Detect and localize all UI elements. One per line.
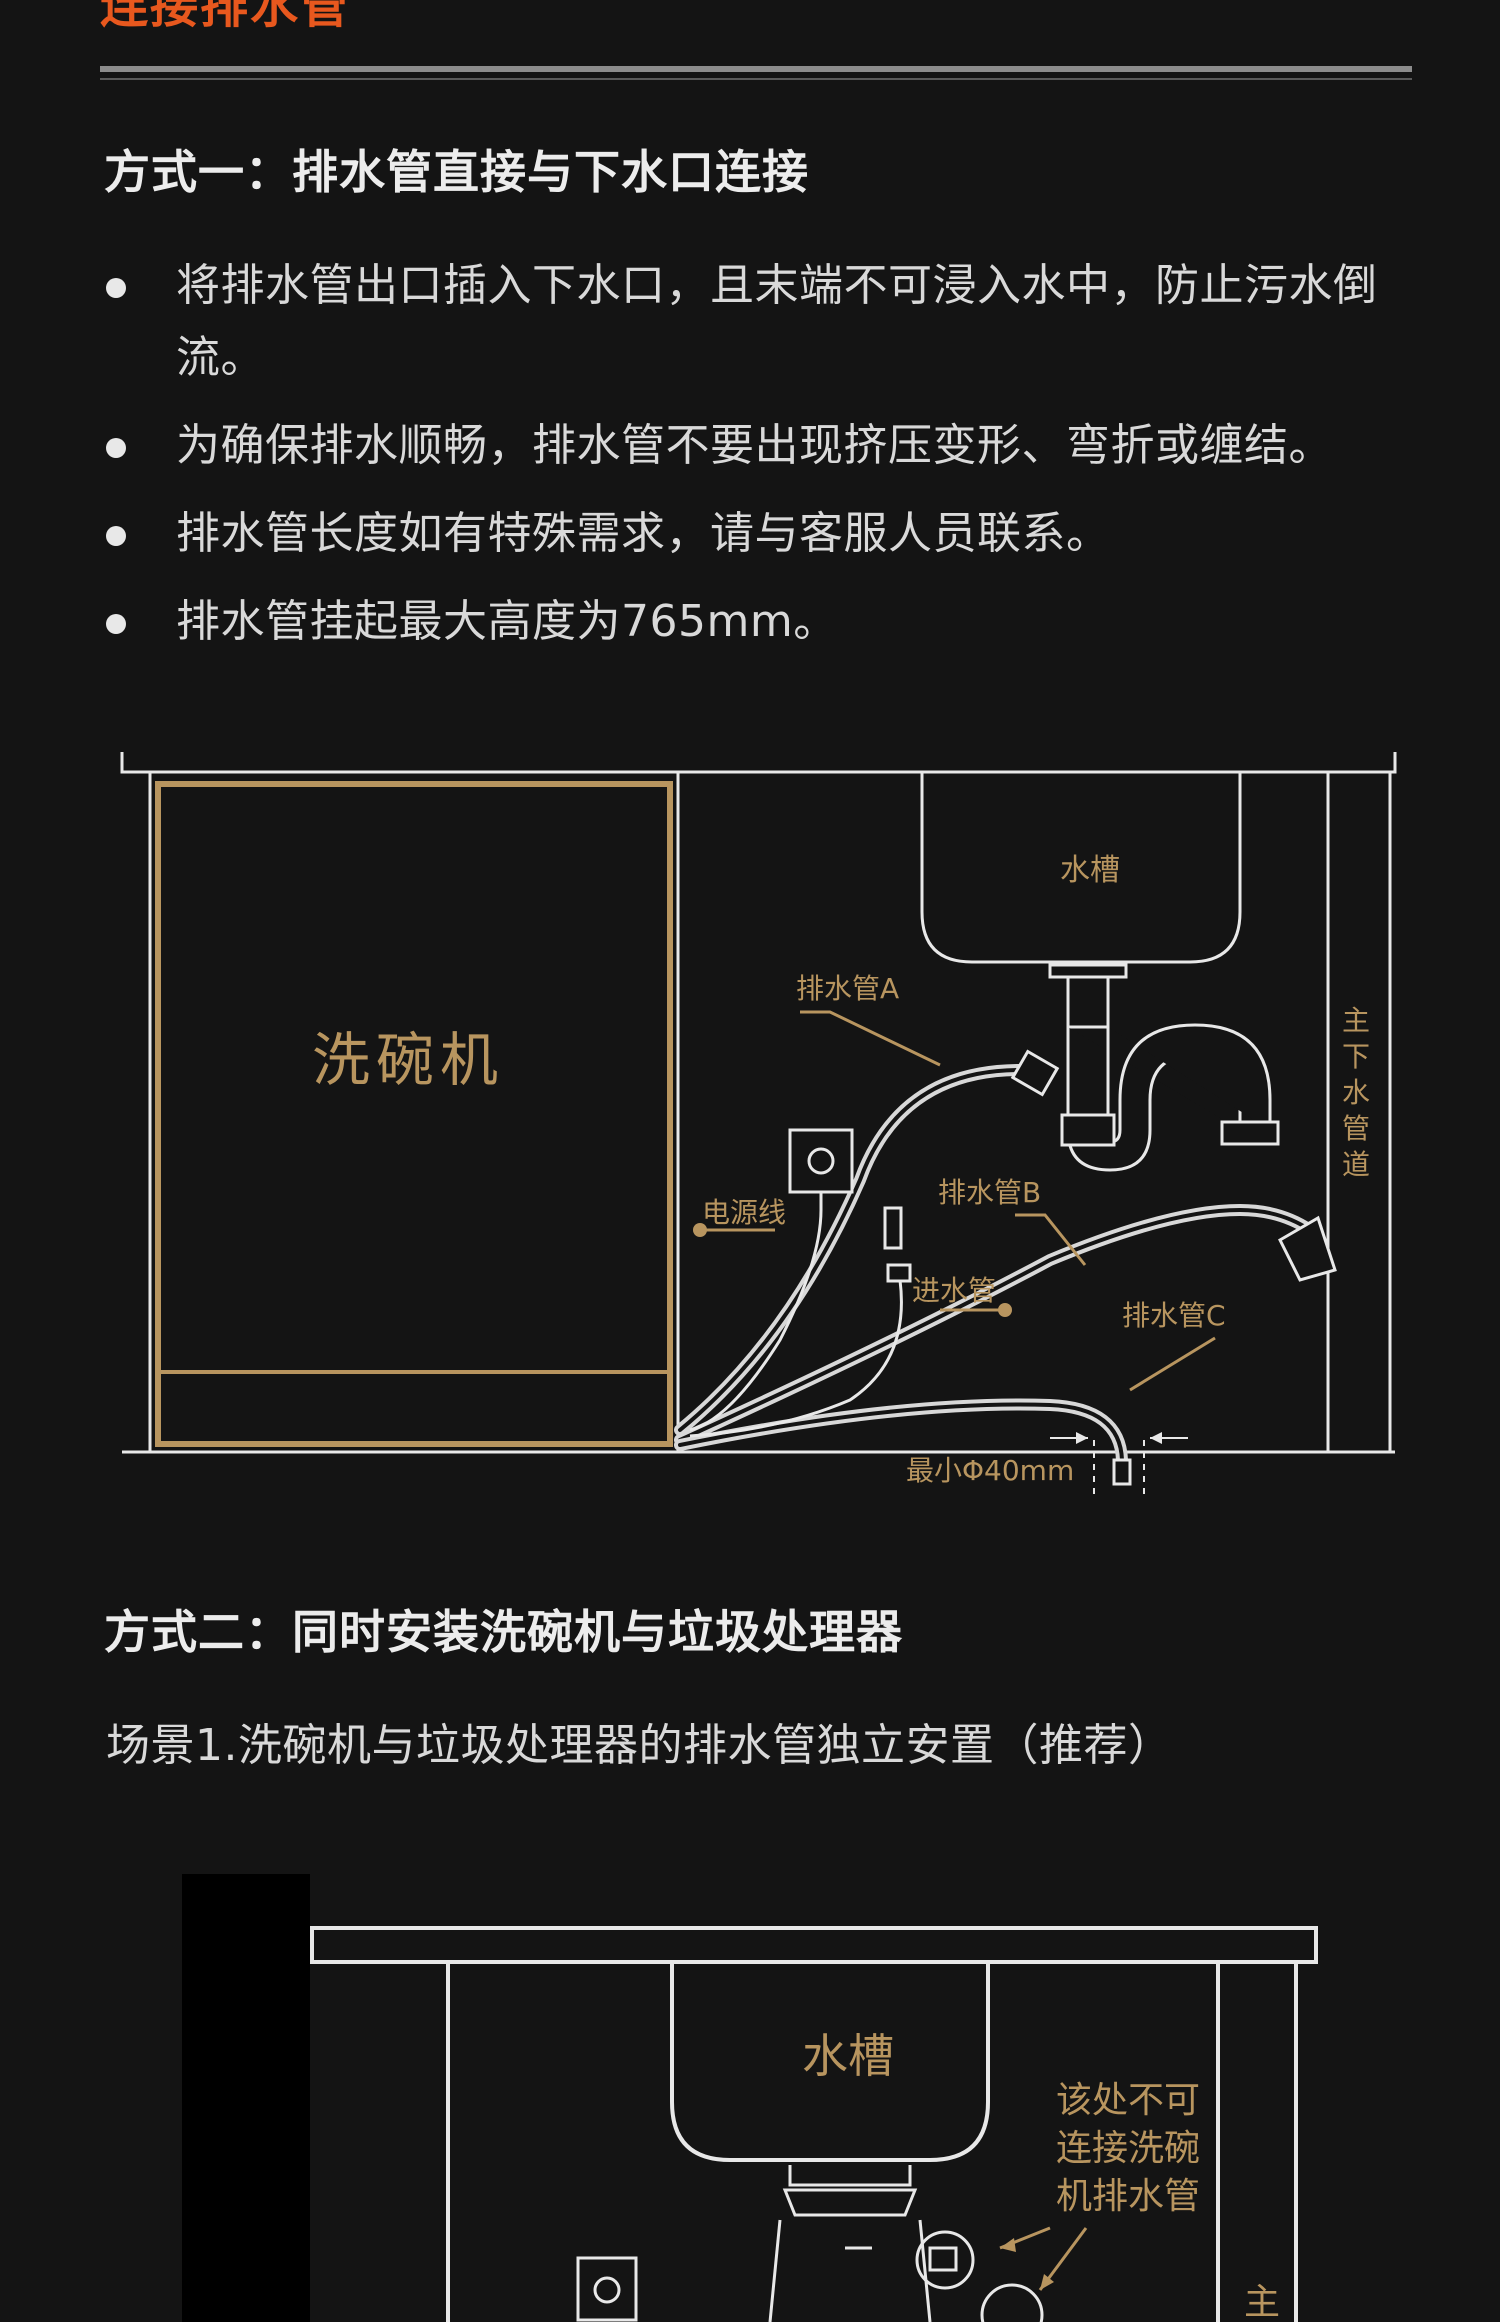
power-cord [689,1192,823,1432]
svg-text:道: 道 [1342,1148,1370,1181]
disposer-port [915,2230,975,2290]
scene1-caption: 场景1.洗碗机与垃圾处理器的排水管独立安置（推荐） [106,1720,1173,1771]
divider-thin [100,78,1412,80]
bullet-dot [106,526,126,546]
garbage-disposer [768,2165,932,2322]
svg-text:连接洗碗: 连接洗碗 [1056,2128,1200,2169]
drain-hose-a [674,1064,1026,1436]
svg-text:管: 管 [1342,1112,1370,1145]
inlet-hose [689,1279,903,1438]
list-item: 为确保排水顺畅，排水管不要出现挤压变形、弯折或缠结。 [100,410,1420,482]
method1-bullet-list: 将排水管出口插入下水口，且末端不可浸入水中，防止污水倒流。 为确保排水顺畅，排水… [100,250,1420,674]
sink-label: 水槽 [1060,853,1120,888]
installation-diagram-2: 水槽 该处不可 连接洗碗 机排水管 主 [182,1874,1318,2322]
warning-label: 该处不可 连接洗碗 机排水管 [1056,2080,1200,2217]
main-pipe-label: 主 下 水 管 道 [1342,1004,1370,1181]
dishwasher-label: 洗碗机 [312,1026,504,1094]
drain-a-label: 排水管A [796,972,899,1005]
method1-title: 方式一：排水管直接与下水口连接 [104,145,809,199]
divider [100,66,1412,72]
list-item: 排水管挂起最大高度为765mm。 [100,586,1420,658]
counter-top-2 [310,1926,1318,2322]
main-pipe-label-2: 主 [1244,2282,1280,2322]
power-outlet-2 [576,2256,638,2322]
svg-text:下: 下 [1342,1040,1370,1073]
power-cord-label: 电源线 [702,1196,786,1229]
section-heading: 连接排水管 [100,0,351,34]
sink-basin-2 [670,1962,990,2162]
list-item: 将排水管出口插入下水口，且末端不可浸入水中，防止污水倒流。 [100,250,1420,394]
sink-basin [920,772,1242,964]
bullet-dot [106,278,126,298]
inlet-label-dot [998,1303,1012,1317]
sink-label-2: 水槽 [802,2029,894,2083]
drain-hose-c [674,1398,1128,1466]
outlet-socket-2 [593,2276,621,2304]
drain-c-label: 排水管C [1122,1299,1226,1332]
min-diameter-label: 最小Φ40mm [906,1454,1074,1487]
power-label-dot [693,1223,707,1237]
disposer-port-2 [980,2283,1044,2322]
hose-connector [1010,1049,1060,1097]
hose-c-end [1112,1458,1132,1486]
leader-lines [700,1010,1216,1392]
wall-block [182,1874,310,2322]
list-item: 排水管长度如有特殊需求，请与客服人员联系。 [100,498,1420,570]
inlet-hose-label: 进水管 [912,1274,996,1307]
port-cap [928,2246,958,2272]
outlet-socket [807,1147,835,1175]
svg-text:水: 水 [1342,1076,1370,1109]
plug-head [883,1206,903,1250]
bullet-dot [106,438,126,458]
main-pipe-inlet [1278,1215,1337,1282]
installation-diagram-1: 洗碗机 水槽 排水管 [120,752,1397,1500]
method2-title: 方式二：同时安装洗碗机与垃圾处理器 [104,1605,903,1659]
dishwasher-outline [155,781,673,1447]
sink-trap [1048,963,1280,1172]
svg-text:机排水管: 机排水管 [1056,2176,1200,2217]
drain-b-label: 排水管B [938,1176,1041,1209]
power-outlet [788,1128,854,1194]
svg-text:主: 主 [1342,1004,1370,1037]
svg-text:该处不可: 该处不可 [1056,2080,1200,2121]
inlet-fitting [886,1263,912,1283]
bullet-dot [106,614,126,634]
counter-top [120,752,1397,1454]
